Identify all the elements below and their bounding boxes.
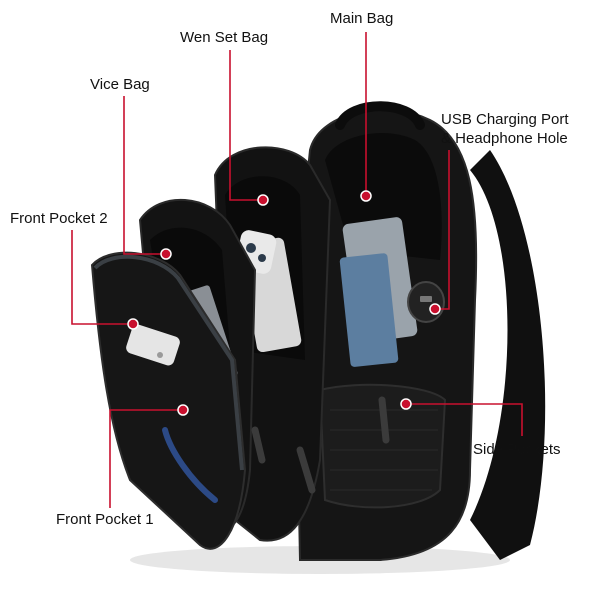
label-usb-port-line1: USB Charging Port (441, 111, 569, 128)
callout-dot-front-pocket-1 (177, 404, 189, 416)
callout-dot-side-pockets (400, 398, 412, 410)
label-front-pocket-1: Front Pocket 1 (56, 511, 154, 528)
power-bank-led (157, 352, 163, 358)
callout-dot-wen-set-bag (257, 194, 269, 206)
callout-dot-vice-bag (160, 248, 172, 260)
front-pocket-zipper (93, 254, 244, 471)
zipper-pull (296, 446, 316, 494)
label-wen-set-bag: Wen Set Bag (180, 29, 269, 46)
power-bank (126, 324, 180, 366)
label-side-pockets: Side Pockets (473, 441, 561, 458)
callout-line-vice-bag (123, 96, 166, 255)
usb-slot (420, 296, 432, 302)
top-handle (335, 101, 425, 130)
callout-dot-main-bag (360, 190, 372, 202)
label-front-pocket-2: Front Pocket 2 (10, 210, 108, 227)
shoulder-strap (470, 150, 546, 560)
zipper-pull (378, 396, 390, 444)
callout-line-front-pocket-2 (71, 230, 133, 325)
label-usb-port-line2: & Headphone Hole (441, 130, 568, 147)
callout-line-side-pockets (406, 403, 523, 436)
callout-line-front-pocket-1 (109, 409, 183, 508)
callout-line-wen-set-bag (229, 50, 263, 201)
label-vice-bag: Vice Bag (90, 76, 150, 93)
tablet (339, 253, 399, 367)
brand-strip (162, 427, 218, 503)
callouts (71, 32, 523, 508)
pouch-print-1 (246, 243, 256, 253)
zipper-pull (251, 426, 266, 464)
callout-dot-front-pocket-2 (127, 318, 139, 330)
label-main-bag: Main Bag (330, 10, 394, 27)
pouch-print-2 (258, 254, 266, 262)
side-mesh-pocket (318, 383, 447, 509)
callout-dot-usb-port (429, 303, 441, 315)
